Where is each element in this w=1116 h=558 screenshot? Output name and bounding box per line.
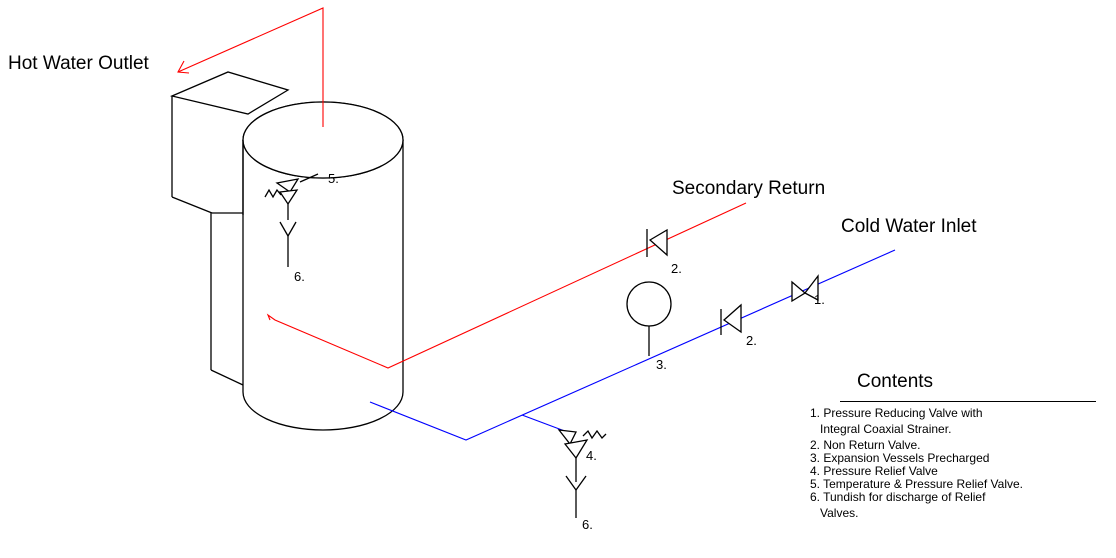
callout-6-bottom: 6. [582,517,593,532]
legend-item-4: 4. Pressure Relief Valve [810,464,938,478]
hot-water-outlet-label: Hot Water Outlet [8,53,150,74]
cold-water-inlet-label: Cold Water Inlet [841,216,977,237]
legend-item-3: 3. Expansion Vessels Precharged [810,451,990,465]
pressure-reducing-valve [791,274,819,303]
callout-5: 5. [328,171,339,186]
pressure-relief-valve [557,429,607,518]
non-return-valve-secondary [646,228,668,257]
secondary-return-pipe [266,202,747,369]
legend-item-2: 2. Non Return Valve. [810,438,921,452]
legend-item-1: 1. Pressure Reducing Valve with Integral… [810,406,983,436]
control-box [169,71,290,386]
legend-item-5: 5. Temperature & Pressure Relief Valve. [810,477,1023,491]
callout-4: 4. [586,448,597,463]
legend-title: Contents [857,371,934,392]
non-return-valve-inlet [720,303,742,335]
legend-divider [840,401,1096,402]
callout-3: 3. [656,357,667,372]
callout-1: 1. [814,292,825,307]
callout-2-secondary: 2. [671,261,682,276]
contents-legend: Contents 1. Pressure Reducing Valve with… [810,371,1115,520]
temperature-pressure-relief-valve [264,173,319,267]
legend-item-6: 6. Tundish for discharge of Relief Valve… [810,490,986,520]
secondary-return-label: Secondary Return [672,178,825,199]
callout-6-top: 6. [294,269,305,284]
callout-2-inlet: 2. [746,333,757,348]
expansion-vessel [626,281,672,356]
hot-water-outlet-pipe [177,7,324,127]
legend-list: 1. Pressure Reducing Valve with Integral… [810,407,1115,520]
